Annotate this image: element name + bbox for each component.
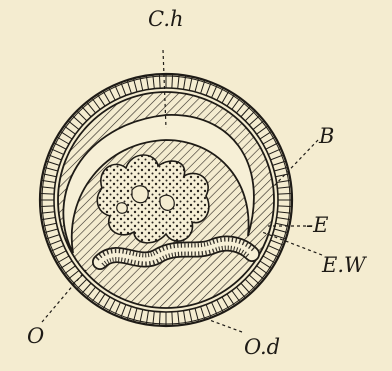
label-od: O.d [244, 337, 280, 358]
ring-radial-stroke [41, 206, 54, 207]
label-b: B [319, 126, 334, 147]
ring-radial-stroke [278, 193, 291, 194]
label-o: O [27, 326, 44, 347]
label-e: -E [306, 215, 328, 236]
leader-od [204, 318, 242, 332]
ring-radial-stroke [159, 312, 160, 325]
ring-radial-stroke [172, 75, 173, 88]
label-ew: E.W [322, 255, 366, 276]
ring-radial-stroke [159, 75, 160, 88]
ring-radial-stroke [41, 193, 54, 194]
label-ch: C.h [148, 9, 184, 30]
ring-radial-stroke [278, 206, 291, 207]
ring-radial-stroke [172, 312, 173, 325]
